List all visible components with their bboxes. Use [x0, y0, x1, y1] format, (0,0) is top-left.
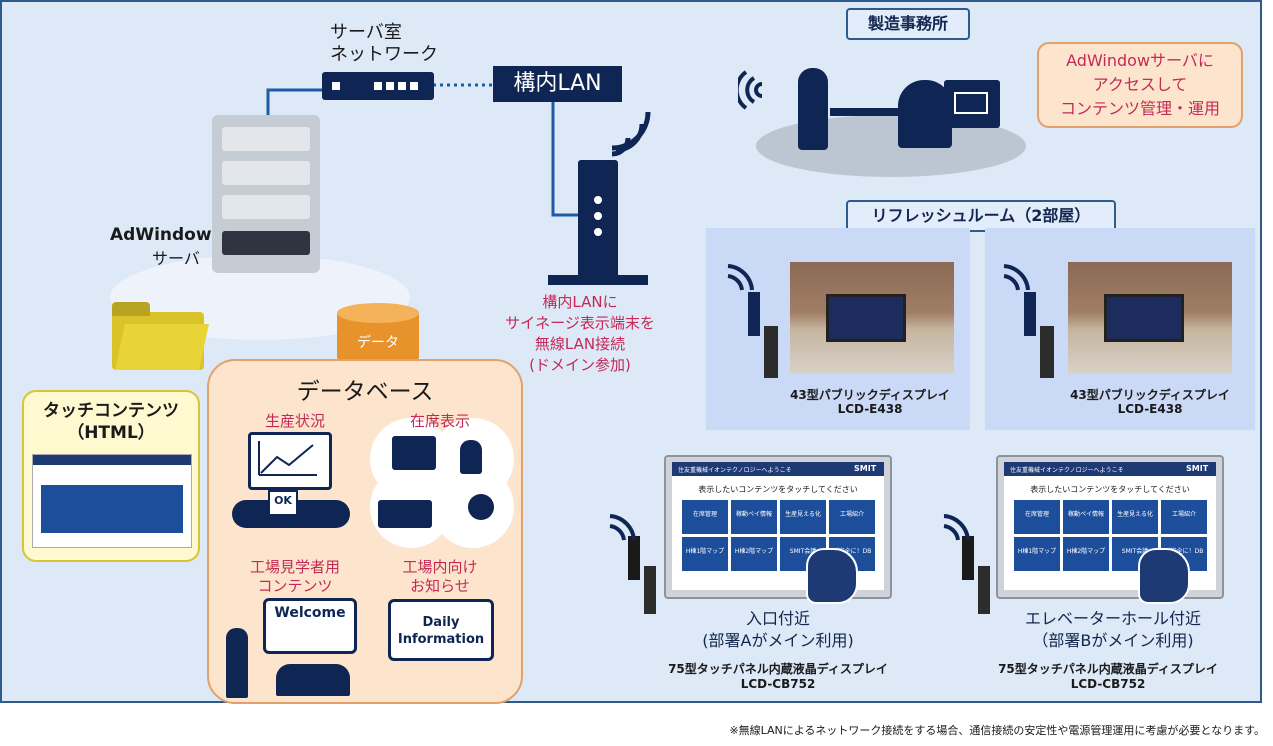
touch-b-location: エレベーターホール付近 （部署Bがメイン利用) — [1024, 609, 1201, 650]
screen-b-tile-5[interactable]: H棟1階マップ — [1014, 537, 1060, 571]
touch-screen-b[interactable]: 住友重機械イオンテクノロジーへようこそ SMIT 表示したいコンテンツをタッチし… — [1004, 462, 1216, 590]
refresh-wifi-a-icon — [727, 264, 754, 291]
refresh-wifi-b-icon — [1003, 264, 1030, 291]
visitor-label: 工場見学者用 コンテンツ — [249, 558, 340, 595]
wifi-icon — [611, 111, 651, 157]
data-cylinder-icon — [337, 303, 419, 367]
screen-b-tile-3[interactable]: 生産見える化 — [1112, 500, 1158, 534]
attendance-label: 在席表示 — [409, 412, 470, 430]
terminal-a-box-icon — [644, 566, 656, 614]
touch-a-code: LCD-CB752 — [740, 677, 816, 691]
screen-b-tile-1[interactable]: 在席管理 — [1014, 500, 1060, 534]
screen-b-tile-4[interactable]: 工場紹介 — [1161, 500, 1207, 534]
refresh-a-code: LCD-E438 — [837, 402, 903, 416]
refresh-a-model: 43型パブリックディスプレイ — [790, 388, 950, 402]
notice-label: 工場内向け お知らせ — [402, 558, 478, 595]
welcome-sign: Welcome — [263, 598, 357, 654]
office-monitor-icon — [944, 80, 1000, 128]
terminal-b-wifi-icon — [943, 514, 970, 541]
daily-sign: Daily Information — [388, 599, 494, 661]
manager-icon — [898, 80, 952, 148]
screen-a-tile-4[interactable]: 工場紹介 — [829, 500, 875, 534]
office-bubble-text: AdWindowサーバに アクセスして コンテンツ管理・運用 — [1059, 51, 1220, 118]
gear-icon — [468, 494, 494, 520]
hand-b-icon — [1138, 548, 1190, 604]
refresh-terminal-a-box — [764, 326, 778, 378]
touch-a-location: 入口付近 (部署Aがメイン利用) — [702, 609, 854, 650]
database-title: データベース — [296, 379, 434, 405]
office-worker-icon — [798, 68, 828, 150]
screen-b-header: 住友重機械イオンテクノロジーへようこそ — [1010, 467, 1124, 474]
office-bubble — [1037, 42, 1243, 128]
screen-a-header: 住友重機械イオンテクノロジーへようこそ — [678, 467, 792, 474]
terminal-a-stick-icon — [628, 536, 640, 580]
screen-b-tile-2[interactable]: 稼動ペイ情報 — [1063, 500, 1109, 534]
desk-icon — [830, 108, 900, 116]
footnote: ※無線LANによるネットワーク接続をする場合、通信接続の安定性や電源管理運用に考… — [729, 724, 1265, 737]
welcome-text: Welcome — [274, 605, 346, 621]
screen-b-tile-6[interactable]: H棟2階マップ — [1063, 537, 1109, 571]
robot-icon — [378, 500, 432, 528]
daily-text: Daily Information — [397, 615, 485, 647]
router-icon — [578, 160, 618, 280]
refresh-terminal-a-icon — [748, 292, 760, 336]
touch-contents-title: タッチコンテンツ （HTML） — [43, 401, 179, 443]
screen-a-prompt: 表示したいコンテンツをタッチしてください — [698, 485, 858, 494]
screen-a-tile-1[interactable]: 在席管理 — [682, 500, 728, 534]
screen-a-tile-2[interactable]: 稼動ペイ情報 — [731, 500, 777, 534]
refresh-terminal-b-icon — [1024, 292, 1036, 336]
refresh-terminal-b-box — [1040, 326, 1054, 378]
office-label: 製造事務所 — [846, 8, 970, 40]
audience-icon — [276, 664, 350, 696]
screen-b-logo: SMIT — [1186, 464, 1209, 473]
server-room-label: サーバ室 ネットワーク — [330, 22, 438, 65]
ok-machine-icon: OK — [268, 490, 298, 516]
touch-b-model: 75型タッチパネル内蔵液晶ディスプレイ — [998, 662, 1218, 676]
terminal-b-box-icon — [978, 566, 990, 614]
network-switch-icon — [322, 72, 434, 100]
office-wifi-icon — [738, 70, 763, 110]
production-chart-icon — [248, 432, 332, 490]
refresh-tv-a — [826, 294, 906, 342]
touch-screen-a[interactable]: 住友重機械イオンテクノロジーへようこそ SMIT 表示したいコンテンツをタッチし… — [672, 462, 884, 590]
screen-b-prompt: 表示したいコンテンツをタッチしてください — [1030, 485, 1190, 494]
person-icon — [460, 440, 482, 474]
server-rack-icon — [212, 115, 320, 273]
data-cylinder-label: データ — [357, 335, 399, 351]
terminal-a-wifi-icon — [609, 514, 636, 541]
terminal-b-stick-icon — [962, 536, 974, 580]
lan-wireless-note: 構内LANに サイネージ表示端末を 無線LAN接続 (ドメイン参加) — [505, 293, 655, 374]
lan-label: 構内LAN — [493, 66, 622, 102]
presenter-icon — [226, 628, 248, 698]
touch-b-code: LCD-CB752 — [1070, 677, 1146, 691]
screen-a-tile-6[interactable]: H棟2階マップ — [731, 537, 777, 571]
screen-a-logo: SMIT — [854, 464, 877, 473]
folder-icon — [112, 302, 209, 370]
touch-a-model: 75型タッチパネル内蔵液晶ディスプレイ — [668, 662, 888, 676]
server-sub: サーバ — [152, 249, 200, 268]
server-name: AdWindow — [110, 225, 212, 245]
refresh-tv-b — [1104, 294, 1184, 342]
production-label: 生産状況 — [264, 412, 325, 430]
screen-a-tile-5[interactable]: H棟1階マップ — [682, 537, 728, 571]
router-base-icon — [548, 275, 648, 285]
monitor-icon — [392, 436, 436, 470]
screen-a-tile-3[interactable]: 生産見える化 — [780, 500, 826, 534]
refresh-b-code: LCD-E438 — [1117, 402, 1183, 416]
hand-a-icon — [806, 548, 858, 604]
refresh-room-label: リフレッシュルーム（2部屋） — [846, 200, 1116, 232]
touch-contents-thumbnail — [32, 454, 192, 548]
refresh-b-model: 43型パブリックディスプレイ — [1070, 388, 1230, 402]
